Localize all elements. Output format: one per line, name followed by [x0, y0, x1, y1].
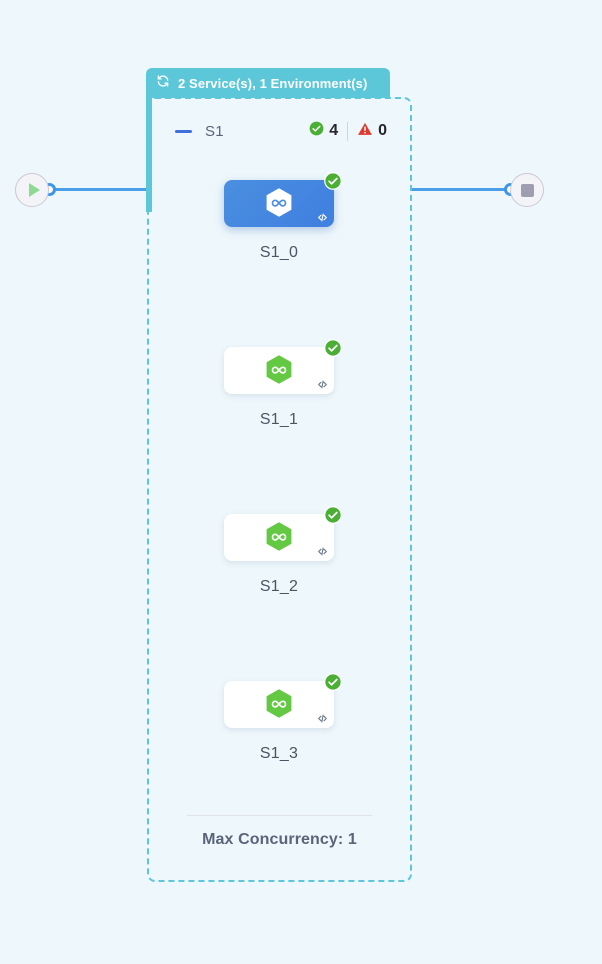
success-count-group: 4: [309, 121, 338, 141]
group-name-label: S1: [205, 122, 224, 140]
group-footer-divider: [187, 815, 372, 816]
check-circle-icon: [324, 172, 342, 190]
max-concurrency-label: Max Concurrency: 1: [202, 831, 357, 848]
edge-start-to-group: [48, 188, 148, 191]
refresh-loop-icon: [156, 74, 170, 93]
stop-icon: [520, 183, 534, 197]
service-node-label: S1_0: [259, 244, 299, 261]
service-node-card[interactable]: [224, 172, 342, 227]
service-hexagon-icon: [266, 522, 292, 551]
check-circle-icon: [324, 339, 342, 357]
success-count: 4: [329, 122, 339, 139]
warning-triangle-icon: [357, 121, 373, 142]
check-circle-icon: [324, 673, 342, 691]
service-node-label: S1_3: [259, 745, 299, 762]
group-toolbar: S1 4: [175, 120, 387, 142]
service-node[interactable]: S1_1: [224, 339, 342, 429]
collapse-minus-icon[interactable]: [175, 129, 192, 133]
service-node-label: S1_1: [259, 411, 299, 428]
group-header[interactable]: 2 Service(s), 1 Environment(s): [146, 68, 390, 98]
service-node[interactable]: S1_3: [224, 673, 342, 763]
code-brackets-icon[interactable]: [317, 546, 328, 557]
group-left-rail: [146, 98, 152, 212]
service-group-container[interactable]: [147, 97, 412, 882]
check-circle-icon: [324, 506, 342, 524]
edge-group-to-end: [410, 188, 516, 191]
error-count: 0: [378, 122, 387, 139]
service-hexagon-icon: [266, 188, 292, 217]
service-hexagon-icon: [266, 689, 292, 718]
service-hexagon-icon: [266, 355, 292, 384]
end-node[interactable]: [510, 173, 544, 207]
count-divider: [347, 121, 349, 141]
service-node-card[interactable]: [224, 506, 342, 561]
error-count-group: 0: [357, 121, 387, 142]
code-brackets-icon[interactable]: [317, 212, 328, 223]
service-node-card[interactable]: [224, 339, 342, 394]
service-node[interactable]: S1_0: [224, 172, 342, 262]
service-node-label: S1_2: [259, 578, 299, 595]
play-icon: [28, 183, 40, 197]
code-brackets-icon[interactable]: [317, 379, 328, 390]
group-status-counts: 4 0: [309, 121, 387, 142]
group-header-title: 2 Service(s), 1 Environment(s): [178, 75, 368, 91]
service-node-card[interactable]: [224, 673, 342, 728]
start-node[interactable]: [15, 173, 49, 207]
check-circle-icon: [309, 121, 324, 141]
code-brackets-icon[interactable]: [317, 713, 328, 724]
service-node[interactable]: S1_2: [224, 506, 342, 596]
